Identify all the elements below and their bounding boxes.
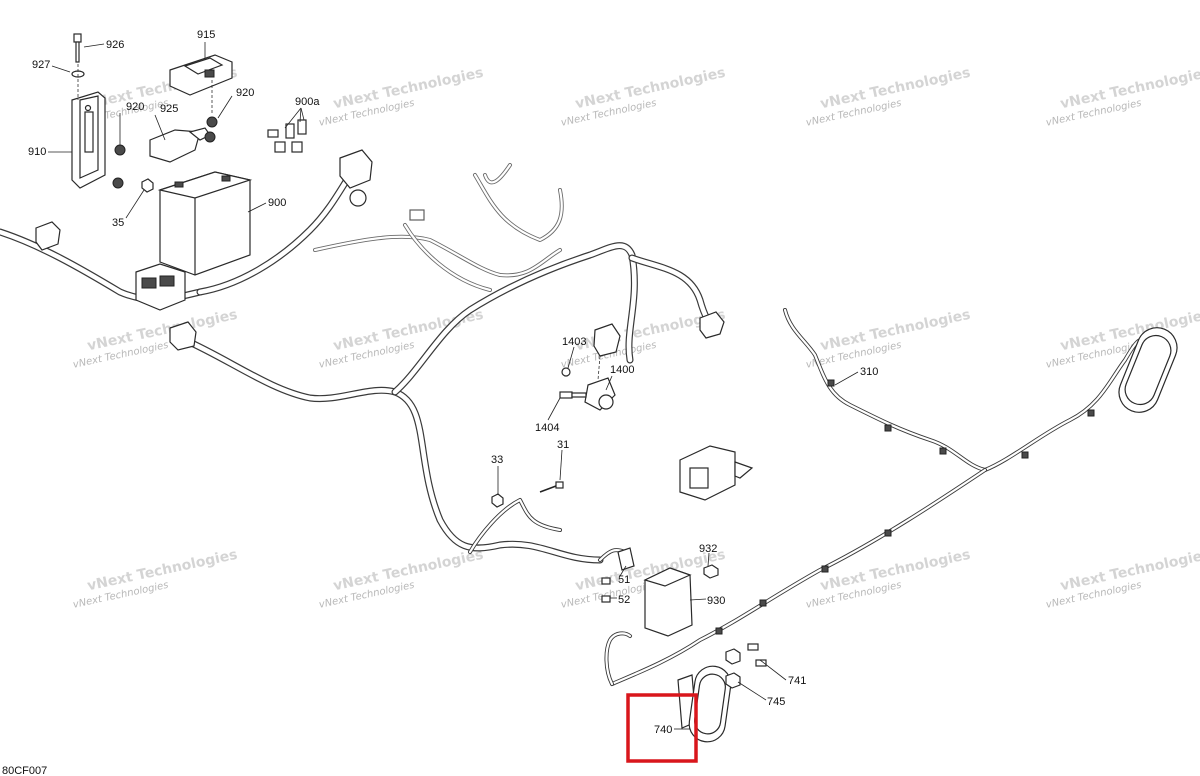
callout-926: 926 [106,39,124,51]
callout-740: 740 [654,724,672,736]
washer-1403 [561,367,571,377]
battery-bracket-910 [71,91,106,189]
harness-clip [759,599,767,607]
callout-925: 925 [160,103,178,115]
rear-light-right [1118,327,1178,413]
nut-33 [491,493,504,508]
callout-1400: 1400 [610,364,634,376]
callout-927: 927 [32,59,50,71]
battery-900 [157,171,253,276]
connector-right [699,311,725,339]
callout-930: 930 [707,595,725,607]
callout-900a: 900a [295,96,320,108]
nut-35 [141,178,154,193]
callout-1403: 1403 [562,336,586,348]
harness-clip [939,447,947,455]
callout-745: 745 [767,696,785,708]
connector-upper [339,149,373,207]
battery-cover-925 [149,129,201,163]
callout-1404: 1404 [535,422,559,434]
grommet-920 [206,116,218,128]
callout-920: 920 [236,87,254,99]
module-bracket [679,445,754,501]
bolt-926 [73,33,82,63]
accessory-harness-310 [604,308,1142,686]
grommet-920 [114,144,126,156]
background-clip [409,209,425,221]
connectors-51-52 [601,547,635,603]
nut-745 [725,648,741,689]
callout-915: 915 [197,29,215,41]
callout-33: 33 [491,454,503,466]
callout-910: 910 [28,146,46,158]
callout-51: 51 [618,574,630,586]
harness-clip [884,529,892,537]
battery-holddown-915 [169,54,233,96]
grommet [112,177,124,189]
connector-lower [169,321,197,351]
connector-left [35,221,61,251]
screw-31 [539,481,564,493]
fuse-box [135,263,186,311]
harness-clip [1021,451,1029,459]
callout-310: 310 [860,366,878,378]
callout-920: 920 [126,101,144,113]
grommet [204,131,216,143]
callout-932: 932 [699,543,717,555]
diagram-code: 80CF007 [2,765,47,776]
highlight-box-740 [626,693,698,763]
bolt-1404 [559,391,587,399]
bolt-741 [747,643,767,667]
sensor-1400 [584,323,621,411]
grommet-932 [703,564,719,579]
hardware-900a [267,119,307,153]
harness-clip [715,627,723,635]
module-930 [643,567,693,637]
harness-clip [821,565,829,573]
harness-clip [1087,409,1095,417]
main-wiring-harness [0,168,719,564]
callout-31: 31 [557,439,569,451]
leader-lines [48,42,859,730]
rear-light-740 [677,665,732,743]
rear-harness-background [313,163,564,292]
callout-741: 741 [788,675,806,687]
harness-clip [884,424,892,432]
harness-clip [827,379,835,387]
callout-labels: 926 927 915 920 920 925 910 900a 900 35 … [28,29,878,736]
callout-52: 52 [618,594,630,606]
callout-900: 900 [268,197,286,209]
callout-35: 35 [112,217,124,229]
